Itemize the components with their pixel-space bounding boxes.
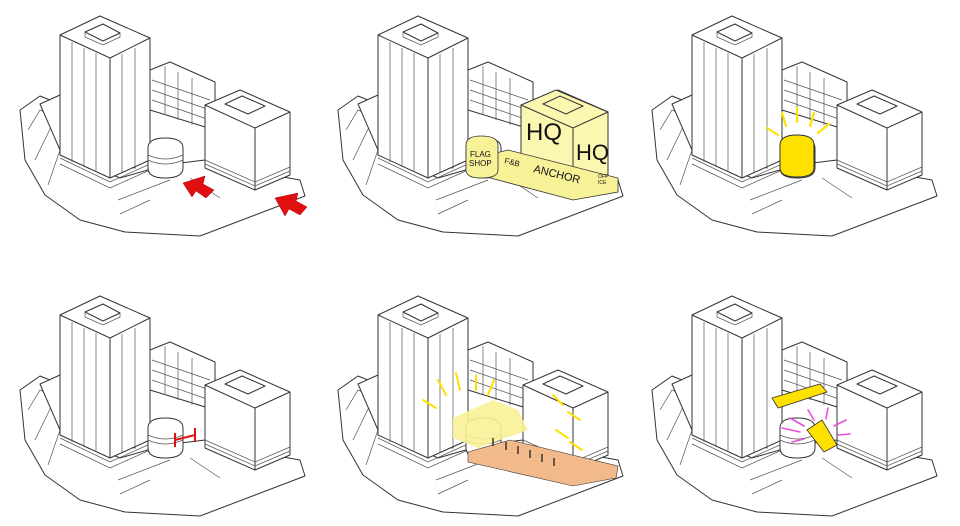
fb-label: F&B	[504, 156, 521, 168]
landmark-drum	[779, 134, 815, 178]
setback-dimension	[174, 428, 196, 447]
entry-arrow-2	[274, 192, 308, 217]
flag-label: FLAG	[470, 150, 491, 159]
hq-label-2: HQ	[576, 140, 609, 165]
lower-wedge	[806, 419, 838, 453]
frontage-ticks	[492, 438, 555, 466]
upper-terrace	[771, 383, 828, 409]
activation-rays	[422, 372, 583, 451]
orange-plinth	[467, 439, 619, 487]
office-label-1: OFF	[598, 174, 608, 180]
panel-landmark	[651, 15, 938, 237]
panel-access	[19, 15, 308, 237]
view-rays	[781, 407, 851, 443]
landmark-rays	[765, 106, 831, 137]
hq-label-1: HQ	[526, 119, 562, 146]
office-label-2: ICE	[598, 180, 607, 186]
flag-shop-drum	[465, 135, 499, 179]
activated-plaza	[453, 400, 528, 448]
panel-activation	[337, 295, 624, 517]
panel-program: HQ HQ FLAG SHOP F&B ANCHOR OFF ICE	[337, 15, 624, 237]
panel-setback	[19, 295, 306, 517]
panel-views	[651, 295, 938, 517]
entry-arrow-1	[182, 175, 215, 199]
shop-label: SHOP	[469, 159, 492, 168]
